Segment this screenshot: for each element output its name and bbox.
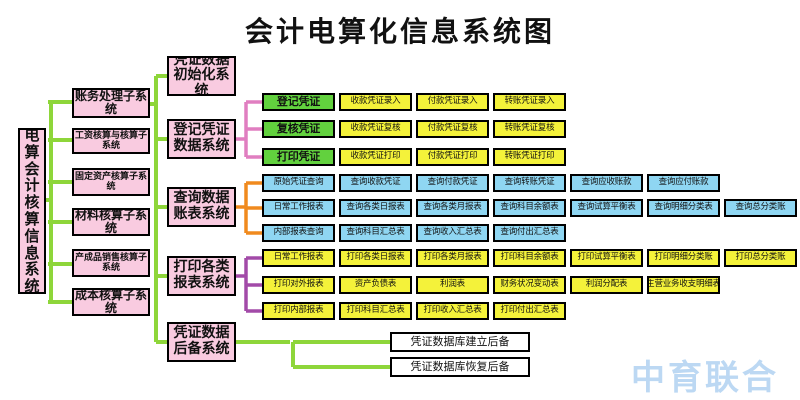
page-title: 会计电算化信息系统图 — [244, 15, 555, 48]
register-cell-r1-c0: 复核凭证 — [262, 120, 335, 138]
print-cell-r2-c2: 打印收入汇总表 — [416, 302, 489, 320]
print-cell-r1-c2: 利润表 — [416, 276, 489, 294]
print-cell-r2-c1: 打印科目汇总表 — [339, 302, 412, 320]
query-cell-r1-c2: 查询各类月报表 — [416, 199, 489, 217]
print-cell-r2-c0: 打印内部报表 — [262, 302, 335, 320]
print-cell-r0-c4: 打印试算平衡表 — [570, 249, 643, 267]
query-cell-r2-c1: 查询科目汇总表 — [339, 224, 412, 242]
materials-box: 材料核算子系统 — [72, 208, 150, 236]
register-cell-r0-c3: 转账凭证录入 — [493, 93, 566, 111]
voucher-init-box: 凭证数据初始化系统 — [167, 56, 236, 96]
payroll-box: 工资核算与核算子系统 — [72, 128, 150, 154]
backup-build-box: 凭证数据库建立后备 — [390, 332, 530, 352]
register-cell-r2-c0: 打印凭证 — [262, 148, 335, 166]
print-cell-r1-c3: 财务状况变动表 — [493, 276, 566, 294]
print-cell-r0-c1: 打印各类日报表 — [339, 249, 412, 267]
query-cell-r2-c0: 内部报表查询 — [262, 224, 335, 242]
query-cell-r0-c5: 查询应付账款 — [647, 174, 720, 192]
print-cell-r0-c0: 日常工作报表 — [262, 249, 335, 267]
query-cell-r0-c3: 查询转账凭证 — [493, 174, 566, 192]
register-cell-r1-c3: 转账凭证复核 — [493, 120, 566, 138]
query-cell-r1-c0: 日常工作报表 — [262, 199, 335, 217]
query-cell-r2-c2: 查询收入汇总表 — [416, 224, 489, 242]
print-cell-r0-c6: 打印总分类账 — [724, 249, 797, 267]
root-system-box: 电算会计核算信息系统 — [18, 128, 46, 294]
print-cell-r0-c2: 打印各类月报表 — [416, 249, 489, 267]
query-cell-r0-c2: 查询付款凭证 — [416, 174, 489, 192]
query-cell-r0-c1: 查询收款凭证 — [339, 174, 412, 192]
query-cell-r0-c0: 原始凭证查询 — [262, 174, 335, 192]
register-cell-r1-c1: 收款凭证复核 — [339, 120, 412, 138]
register-cell-r0-c0: 登记凭证 — [262, 93, 335, 111]
print-cell-r1-c4: 利润分配表 — [570, 276, 643, 294]
register-cell-r0-c2: 付款凭证录入 — [416, 93, 489, 111]
query-cell-r1-c5: 查询明细分类表 — [647, 199, 720, 217]
voucher-register-box: 登记凭证数据系统 — [167, 119, 236, 159]
register-cell-r0-c1: 收款凭证录入 — [339, 93, 412, 111]
watermark-text: 中育联合 — [631, 358, 779, 398]
query-cell-r1-c6: 查询总分类账 — [724, 199, 797, 217]
query-cell-r0-c4: 查询应收账款 — [570, 174, 643, 192]
query-accounts-box: 查询数据账表系统 — [167, 187, 236, 227]
backup-restore-box: 凭证数据库恢复后备 — [390, 357, 530, 377]
product-sales-box: 产成品销售核算子系统 — [72, 249, 150, 277]
account-processing-box: 账务处理子系统 — [72, 88, 150, 118]
register-cell-r2-c3: 转账凭证打印 — [493, 148, 566, 166]
register-cell-r2-c2: 付款凭证打印 — [416, 148, 489, 166]
query-cell-r1-c3: 查询科目余额表 — [493, 199, 566, 217]
query-cell-r1-c4: 查询试算平衡表 — [570, 199, 643, 217]
fixed-assets-box: 固定资产核算子系统 — [72, 168, 150, 196]
print-cell-r1-c0: 打印对外报表 — [262, 276, 335, 294]
register-cell-r2-c1: 收款凭证打印 — [339, 148, 412, 166]
cost-accounting-box: 成本核算子系统 — [72, 288, 150, 316]
print-cell-r1-c5: 主营业务收支明细表 — [647, 276, 720, 294]
voucher-backup-box: 凭证数据后备系统 — [167, 322, 236, 362]
print-cell-r1-c1: 资产负债表 — [339, 276, 412, 294]
print-cell-r0-c5: 打印明细分类账 — [647, 249, 720, 267]
print-cell-r2-c3: 打印付出汇总表 — [493, 302, 566, 320]
query-cell-r1-c1: 查询各类日报表 — [339, 199, 412, 217]
register-cell-r1-c2: 付款凭证复核 — [416, 120, 489, 138]
print-reports-box: 打印各类报表系统 — [167, 256, 236, 296]
print-cell-r0-c3: 打印科目余额表 — [493, 249, 566, 267]
query-cell-r2-c3: 查询付出汇总表 — [493, 224, 566, 242]
